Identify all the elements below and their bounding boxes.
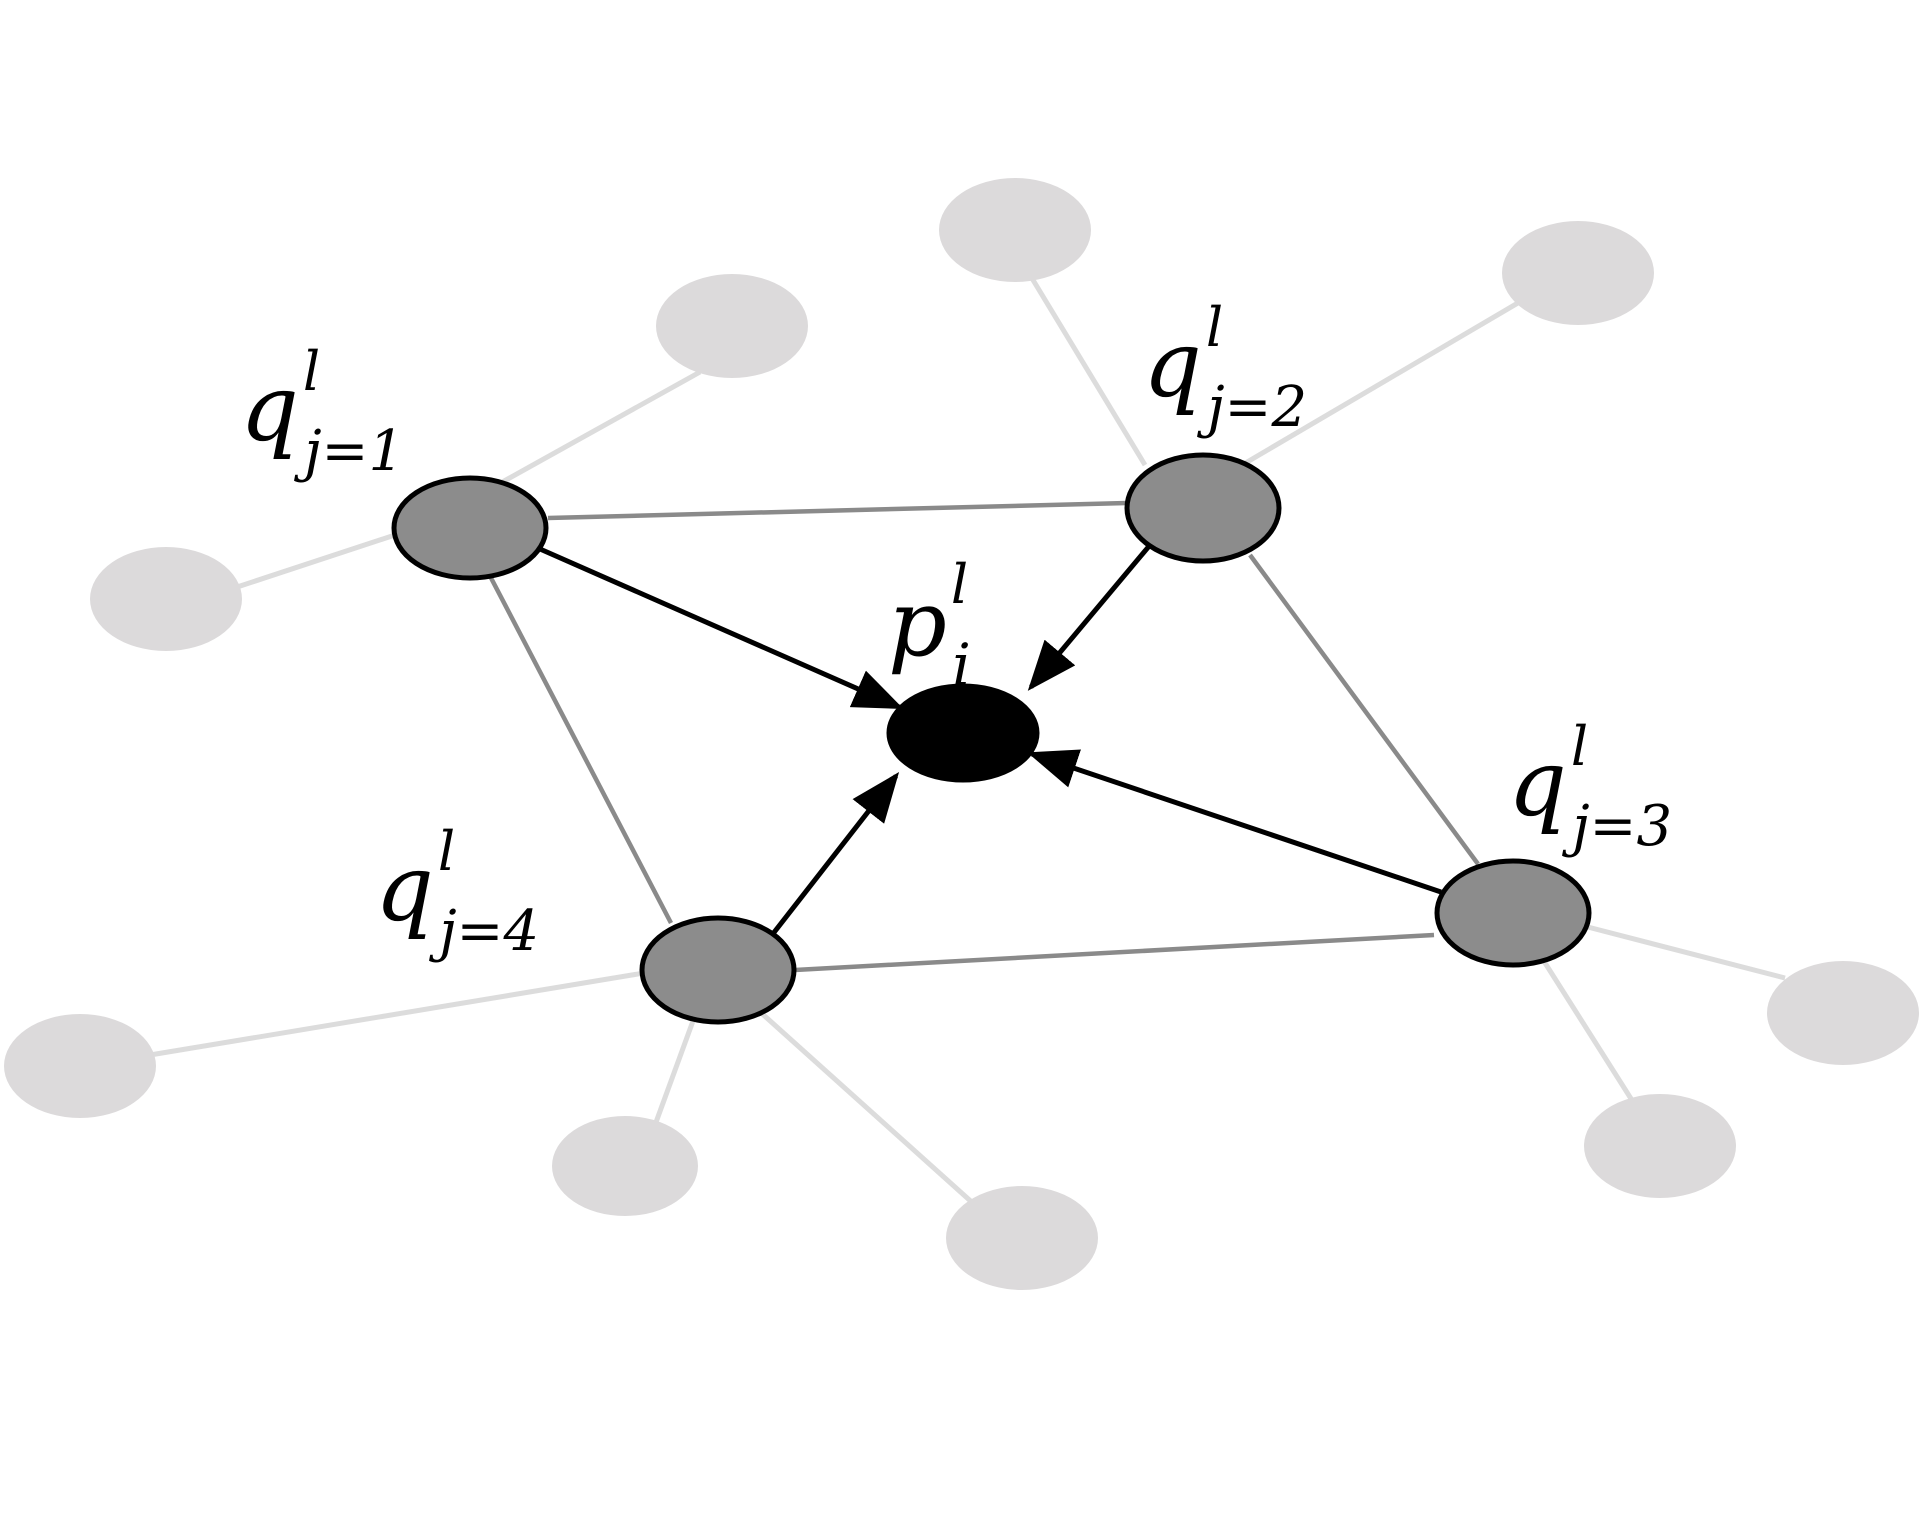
message-arrows xyxy=(538,543,1442,937)
label-q2-sup: l xyxy=(1206,296,1223,359)
label-q1-symbol: q xyxy=(240,355,299,462)
label-center-sub: i xyxy=(952,631,971,699)
faded-node xyxy=(90,547,242,651)
edge-q4-faded-bottom-right xyxy=(756,1008,977,1207)
label-q3-sup: l xyxy=(1571,715,1588,778)
label-q3-sub: j=3 xyxy=(1561,794,1672,859)
node-q2 xyxy=(1124,452,1282,564)
edge-q1-faded-top xyxy=(468,369,702,503)
edge-q2-faded-right xyxy=(1223,287,1542,478)
edge-q1-q2 xyxy=(547,500,1128,521)
arrow-q2-to-center xyxy=(1027,543,1152,691)
neighbor-nodes xyxy=(391,452,1592,1025)
arrow-q1-to-center xyxy=(538,546,904,710)
edge-q1-q4 xyxy=(488,574,673,925)
faded-node xyxy=(1767,961,1919,1065)
edge-q3-faded-bottom xyxy=(1537,953,1638,1107)
node-q4 xyxy=(639,915,797,1025)
arrow-q4-to-center xyxy=(770,772,900,937)
label-q4-sub: j=4 xyxy=(428,899,539,964)
label-q4-sup: l xyxy=(438,820,455,883)
node-q3 xyxy=(1434,858,1592,968)
label-center-sup: l xyxy=(951,553,968,616)
node-q1 xyxy=(391,475,549,581)
label-q1: ql j=1 xyxy=(240,340,404,484)
label-center-symbol: p xyxy=(888,570,947,677)
label-q1-sub: j=1 xyxy=(293,419,404,484)
faded-node xyxy=(1584,1094,1736,1198)
arrow-q3-to-center xyxy=(1027,749,1442,895)
label-q3: ql j=3 xyxy=(1508,715,1672,859)
label-q4: ql j=4 xyxy=(375,820,539,964)
edge-q4-faded-left xyxy=(149,969,651,1058)
faded-node xyxy=(656,274,808,378)
label-q1-sup: l xyxy=(303,340,320,403)
faded-nodes xyxy=(4,178,1919,1290)
faded-node xyxy=(552,1116,698,1216)
faded-node xyxy=(1502,221,1654,325)
faded-node xyxy=(946,1186,1098,1290)
edge-q1-faded-left xyxy=(227,532,396,593)
faded-node xyxy=(939,178,1091,282)
label-q4-symbol: q xyxy=(375,835,434,942)
node-center-p xyxy=(886,683,1040,783)
label-q2-sub: j=2 xyxy=(1196,375,1307,440)
faded-node xyxy=(4,1014,156,1118)
outer-edges xyxy=(149,273,1786,1207)
edge-q3-faded-right xyxy=(1579,922,1786,981)
edge-q2-q3 xyxy=(1248,553,1480,866)
label-q2: ql j=2 xyxy=(1143,296,1307,440)
inner-edges xyxy=(488,500,1480,973)
edge-q4-q3 xyxy=(794,932,1435,973)
label-q3-symbol: q xyxy=(1508,730,1567,837)
edge-q4-faded-bottom xyxy=(652,1009,700,1126)
label-q2-symbol: q xyxy=(1143,311,1202,418)
edge-q2-faded-top xyxy=(1027,273,1148,467)
